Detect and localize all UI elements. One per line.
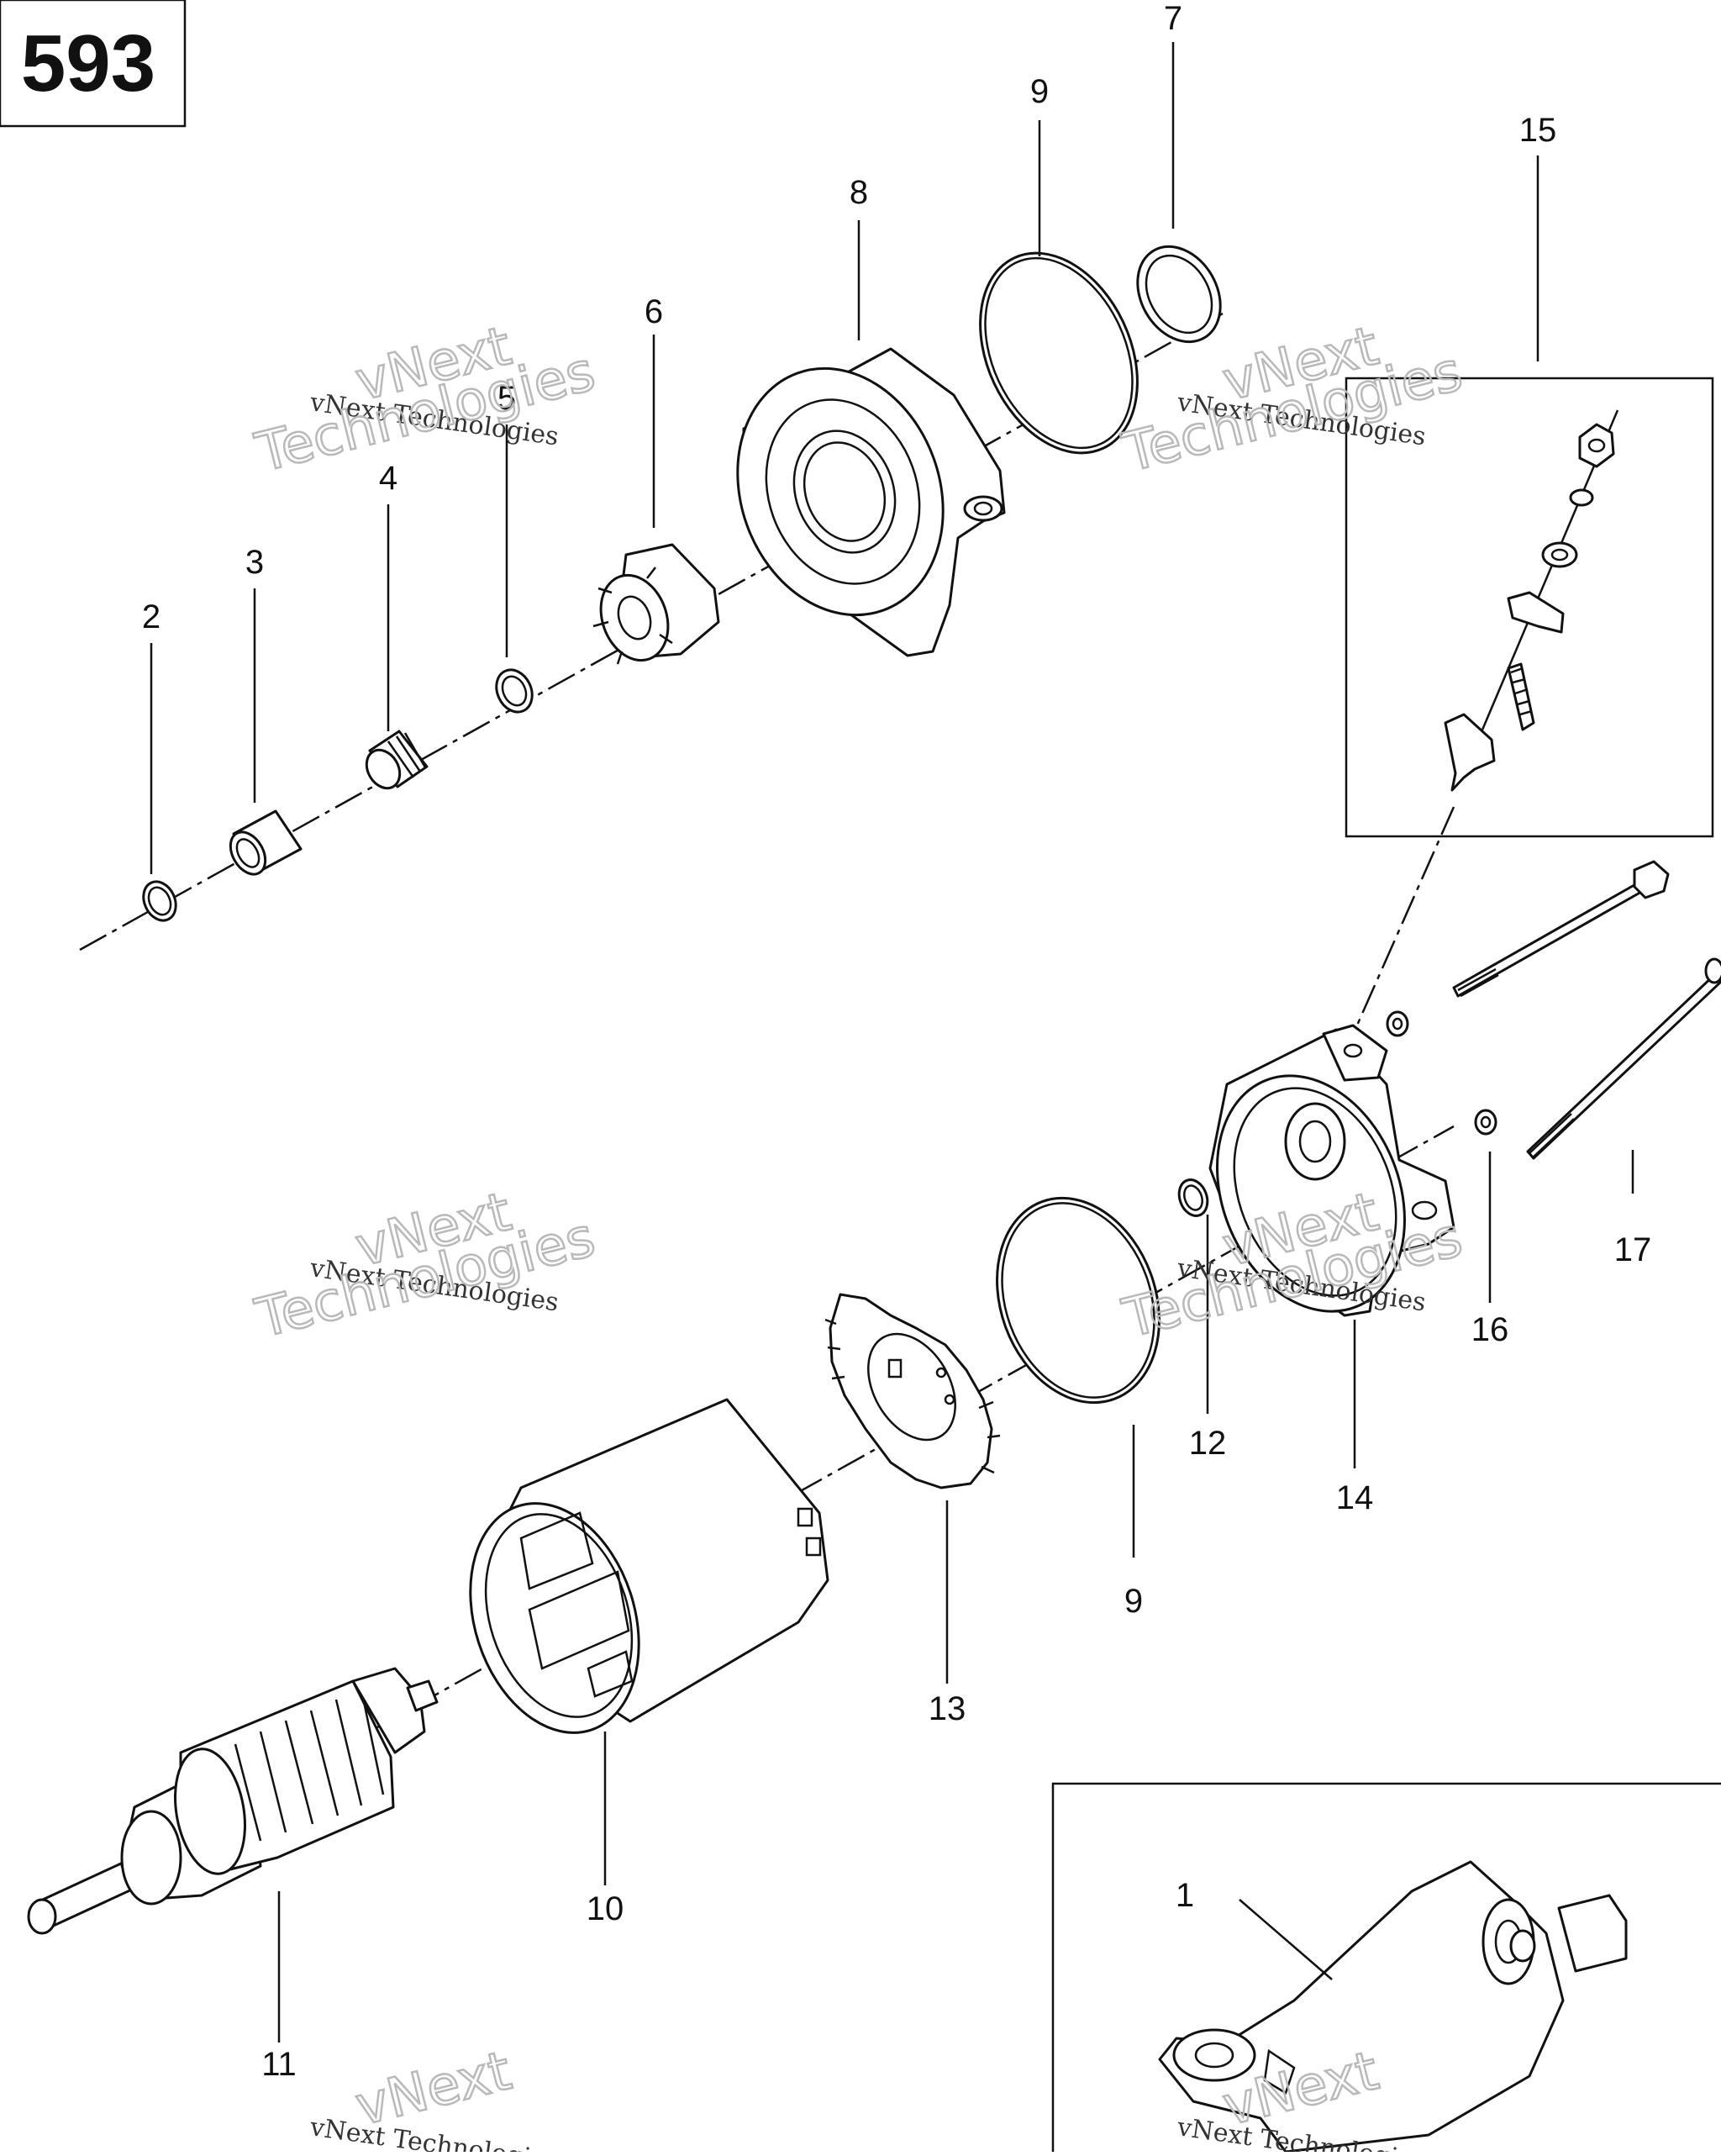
callout-14: 14: [1336, 1479, 1374, 1516]
watermark-outline-top: vNext: [350, 2040, 517, 2138]
part-9-o-ring-upper: [979, 251, 1139, 455]
callout-10: 10: [587, 1890, 624, 1927]
callout-4: 4: [379, 460, 397, 497]
watermark-5: vNext Technologies vNext: [308, 2039, 561, 2156]
callout-16: 16: [1471, 1311, 1509, 1348]
part-17-through-bolts: [1452, 860, 1721, 1160]
starter-assembly-inset: [1051, 1782, 1721, 2156]
callout-8: 8: [850, 174, 868, 211]
watermark-3: vNext Technologies vNext Technologies: [249, 1180, 602, 1352]
callout-13: 13: [929, 1690, 966, 1727]
page-number: 593: [21, 18, 155, 108]
callout-3: 3: [245, 544, 264, 581]
page-number-box: 593: [0, 0, 187, 128]
part-12-o-ring-small: [1177, 1178, 1209, 1217]
callout-7: 7: [1164, 0, 1182, 37]
part-15-terminal-kit: [1444, 409, 1619, 792]
callout-5: 5: [497, 380, 516, 417]
part-6-pinion-drive: [592, 543, 720, 665]
part-2-circlip: [142, 880, 177, 922]
callout-9-upper: 9: [1030, 73, 1049, 110]
watermark-1: vNext Technologies vNext Technologies: [249, 314, 602, 486]
callout-1: 1: [1176, 1877, 1194, 1914]
leader-lines: [150, 42, 1634, 2043]
part-5-snap-ring: [495, 668, 534, 714]
callout-11: 11: [261, 2046, 297, 2083]
part-8-front-cover: [736, 347, 1006, 657]
part-16-washers: [1386, 1010, 1497, 1136]
part-3-sleeve: [229, 809, 303, 876]
callout-15: 15: [1519, 112, 1557, 149]
callout-12: 12: [1189, 1425, 1227, 1462]
callout-6: 6: [645, 293, 663, 330]
terminal-kit-inset: [1345, 377, 1714, 838]
callout-2: 2: [142, 598, 161, 635]
terminal-link-line: [1341, 806, 1455, 1058]
part-13-brush-holder-plate: [824, 1293, 1001, 1489]
part-11-armature: [27, 1667, 439, 1935]
part-1-starter-assembly: [1158, 1860, 1628, 2153]
callout-17: 17: [1614, 1231, 1652, 1268]
callout-labels: 1 2 3 4 5 6 7 8 9 15 17 16 12 14 9 13 10…: [142, 0, 1651, 2083]
part-10-yoke-housing: [469, 1398, 829, 1734]
part-9-o-ring-lower: [996, 1196, 1160, 1405]
part-4-spring: [365, 730, 429, 790]
callout-9-lower: 9: [1124, 1583, 1143, 1620]
part-14-end-cover: [1208, 1024, 1455, 1317]
part-7-o-ring: [1136, 245, 1222, 344]
